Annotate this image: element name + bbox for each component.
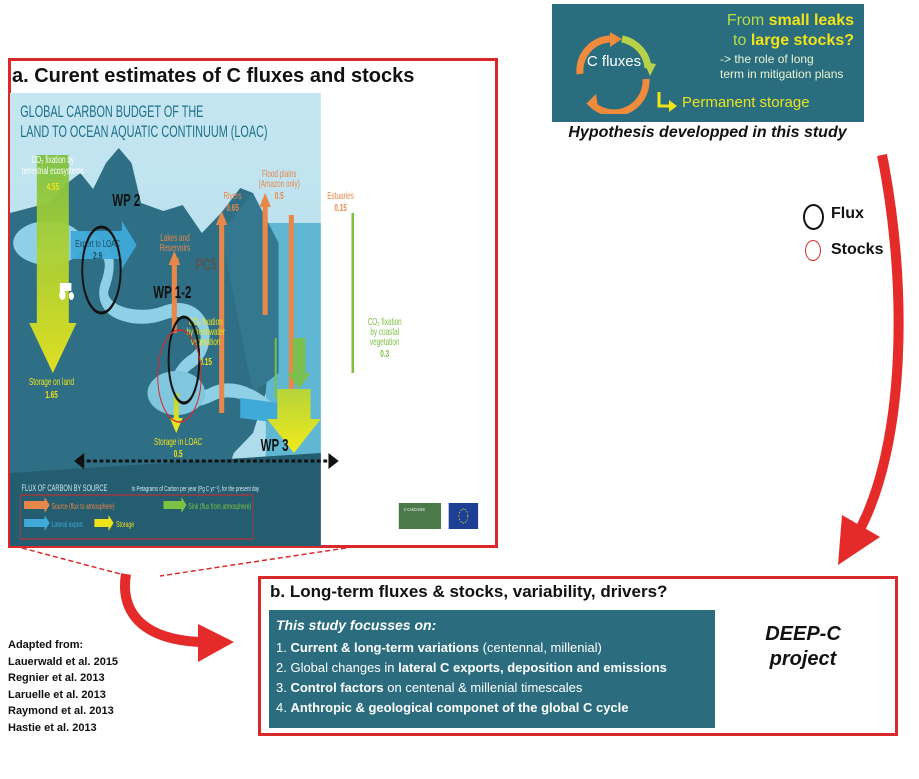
legend-lateral-label: Lateral export xyxy=(52,521,83,529)
wp2-label: WP 2 xyxy=(112,191,140,211)
label-storage-loac: Storage in LOAC xyxy=(154,435,202,447)
hypothesis-box: C fluxes Permanent storage From small le… xyxy=(552,4,864,122)
c-cascades-logo xyxy=(398,503,442,529)
label-export-loac-value: 2.9 xyxy=(93,249,102,261)
wp3-arrowhead-right xyxy=(328,453,339,469)
stocks-key-icon xyxy=(805,240,821,261)
stocks-key-label: Stocks xyxy=(831,241,884,258)
legend-frame xyxy=(19,494,254,540)
arrow-coastal-veg xyxy=(351,213,355,373)
references: Adapted from: Lauerwald et al. 2015 Regn… xyxy=(8,639,119,734)
legend-storage-swatch xyxy=(94,515,114,531)
focus-item-4: 4. Anthropic & geological componet of th… xyxy=(276,700,629,715)
flux-key-icon xyxy=(803,204,824,230)
label-co2-terrestrial-value: 4.55 xyxy=(47,180,60,192)
arrow-storage-loac xyxy=(169,393,183,433)
focus-item-1: 1. Current & long-term variations (cente… xyxy=(276,640,602,655)
focus-item-2: 2. Global changes in lateral C exports, … xyxy=(276,660,667,675)
stocks-ellipse-wp12 xyxy=(157,329,202,423)
legend-source-label: Source (flux to atmosphere) xyxy=(52,503,115,511)
river xyxy=(56,226,290,430)
arrow-flood xyxy=(262,205,268,315)
wp3-arrowhead-left xyxy=(73,453,85,469)
hypothesis-note: -> the role of long term in mitigation p… xyxy=(720,52,844,81)
label-rivers-value: 0.65 xyxy=(226,201,239,213)
legend-lateral-swatch xyxy=(24,515,50,531)
loac-title: GLOBAL CARBON BUDGET OF THE LAND TO OCEA… xyxy=(20,103,267,142)
label-co2-freshwater-value: 0.15 xyxy=(199,355,212,367)
wp3-label: WP 3 xyxy=(261,436,289,456)
arrow-open-ocean xyxy=(287,338,311,389)
label-storage-loac-value: 0.5 xyxy=(174,447,183,459)
legend-connector-dashes xyxy=(21,547,347,577)
legend-heading: FLUX OF CARBON BY SOURCE xyxy=(22,483,108,494)
legend-sink-label: Sink (flux from atmosphere) xyxy=(188,503,251,511)
cycle-label: C fluxes xyxy=(586,53,642,70)
label-open-ocean-value: 1.4 xyxy=(458,339,467,351)
flux-key-label: Flux xyxy=(831,205,864,222)
label-storage-land: Storage on land xyxy=(29,375,74,387)
red-curved-arrow-bottom xyxy=(120,573,234,662)
ocean-floor xyxy=(10,453,321,546)
legend-sink-swatch xyxy=(163,497,187,513)
label-export-loac: Export to LOAC xyxy=(75,237,120,249)
arrow-storage-ocean xyxy=(267,389,321,453)
label-storage-ocean-value: 2.55 xyxy=(442,475,455,487)
focus-heading: This study focusses on: xyxy=(276,617,437,633)
panel-a-title: a. Curent estimates of C fluxes and stoc… xyxy=(12,65,415,87)
eu-flag-logo xyxy=(448,503,479,529)
label-co2-coastal-value: 0.3 xyxy=(380,347,389,359)
wp12-label: WP 1-2 xyxy=(153,283,191,303)
panel-b-title: b. Long-term fluxes & stocks, variabilit… xyxy=(270,582,668,601)
flux-ellipse-wp12 xyxy=(167,315,201,405)
gcp-logo: GLOBAL CARBON PROJECT xyxy=(336,518,387,525)
loac-infographic: GLOBAL CARBON BUDGET OF THE LAND TO OCEA… xyxy=(10,93,479,546)
pc5-label: PC5 xyxy=(195,256,216,275)
legend-subheading: In Petagrams of Carbon per year (Pg C yr… xyxy=(132,486,260,493)
label-exports-value: 0.95 xyxy=(375,417,388,429)
eu-stars xyxy=(458,508,469,524)
arrow-rivers xyxy=(219,223,225,413)
label-storage-land-value: 1.65 xyxy=(45,388,58,400)
permanent-storage-label: Permanent storage xyxy=(682,94,810,111)
permanent-arrow-icon xyxy=(657,92,677,112)
focus-item-3: 3. Control factors on centenal & milleni… xyxy=(276,680,583,695)
c-cascades-text: C-CASCADES xyxy=(404,506,425,512)
label-coastal-ocean-value: 0.2 xyxy=(430,339,439,351)
label-estuaries-value: 0.15 xyxy=(334,201,347,213)
label-estuaries: Estuaries xyxy=(327,189,354,201)
legend-storage-label: Storage xyxy=(116,521,134,529)
red-curved-arrow-right xyxy=(838,154,904,565)
label-flood-value: 0.5 xyxy=(275,189,284,201)
c-flux-cycle-icon xyxy=(576,32,656,114)
label-storage-ocean: Storage in Ocean xyxy=(423,463,473,475)
arrow-lakes xyxy=(171,263,177,333)
flux-ellipse-wp2 xyxy=(81,225,122,315)
label-rivers: Rivers xyxy=(223,189,241,201)
arrow-coastal-ocean xyxy=(274,338,277,398)
label-flood: Flood plains(Amazon only) xyxy=(259,167,300,189)
focus-box xyxy=(269,610,715,728)
tractor-icon xyxy=(59,283,74,300)
arrow-terrestrial-fixation xyxy=(29,155,77,373)
project-name: DEEP-C project xyxy=(765,623,841,670)
label-exports: Exports xyxy=(370,405,392,417)
hypothesis-caption: Hypothesis developped in this study xyxy=(568,124,847,141)
arrow-estuaries xyxy=(288,215,294,405)
legend-source-swatch xyxy=(24,497,50,513)
hypothesis-headline: From small leaks to large stocks? xyxy=(726,12,854,49)
label-lakes-value: 0.6 xyxy=(171,255,180,267)
